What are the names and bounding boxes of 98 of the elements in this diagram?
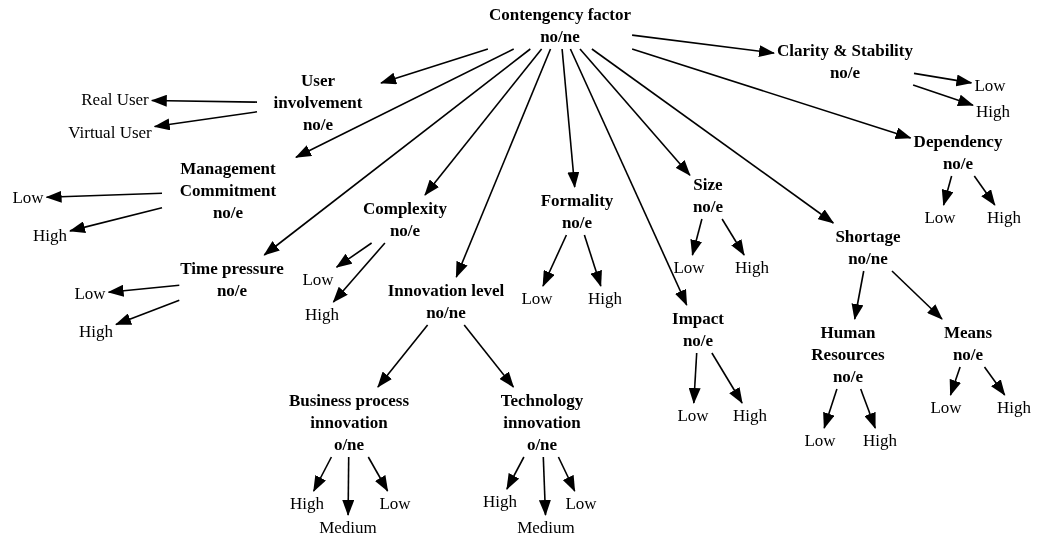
factor-code: no/e: [216, 280, 248, 302]
arrow: [506, 456, 525, 490]
factor-code: no/e: [942, 153, 974, 175]
arrow: [891, 270, 943, 320]
arrow: [557, 456, 576, 492]
arrow: [859, 388, 876, 429]
factor-code: no/ne: [426, 302, 466, 324]
level-label: Low: [673, 258, 705, 278]
arrow: [690, 218, 703, 256]
level-label: Real User: [81, 90, 149, 110]
factor-name: Shortage: [835, 226, 901, 248]
arrow: [631, 48, 912, 140]
arrow: [688, 352, 701, 404]
arrow: [107, 284, 181, 297]
factor-name: Contengency factor: [488, 4, 632, 26]
arrow: [949, 366, 962, 396]
factor-code: no/e: [212, 202, 244, 224]
arrow: [542, 234, 568, 287]
arrow: [380, 48, 489, 85]
arrow: [912, 84, 974, 107]
factor-code: no/e: [561, 212, 593, 234]
factor-name: Time pressure: [180, 258, 284, 280]
arrow: [367, 456, 389, 492]
arrow: [263, 48, 532, 256]
arrow: [332, 242, 386, 303]
arrow: [153, 111, 258, 131]
arrow: [569, 48, 688, 306]
level-label: Low: [74, 284, 106, 304]
arrow: [913, 72, 973, 87]
arrow: [983, 366, 1006, 396]
arrow: [455, 48, 552, 278]
factor-code: no/e: [682, 330, 714, 352]
arrow: [721, 218, 745, 256]
arrow: [150, 94, 258, 107]
factor-name: Formality: [540, 190, 614, 212]
level-label: Low: [379, 494, 411, 514]
factor-code: no/ne: [540, 26, 580, 48]
level-label: High: [997, 398, 1031, 418]
arrow: [579, 48, 691, 176]
factor-code: o/ne: [526, 434, 558, 456]
level-label: Low: [521, 289, 553, 309]
factor-code: no/e: [389, 220, 421, 242]
factor-code: o/ne: [333, 434, 365, 456]
arrow: [45, 190, 163, 203]
factor-name: Innovation level: [387, 280, 505, 302]
factor-name: Clarity & Stability: [777, 40, 913, 62]
arrow: [631, 34, 775, 58]
arrow: [69, 206, 163, 234]
arrow: [463, 324, 515, 388]
arrow: [561, 48, 580, 188]
arrow: [941, 175, 954, 206]
factor-name: Complexity: [363, 198, 447, 220]
level-label: High: [305, 305, 339, 325]
factor-code: no/e: [302, 114, 334, 136]
arrow: [583, 234, 602, 287]
factor-name: Dependency: [913, 131, 1003, 153]
arrow: [335, 242, 373, 268]
arrow: [538, 456, 551, 516]
level-label: Low: [302, 270, 334, 290]
arrow: [312, 456, 333, 492]
level-label: Low: [565, 494, 597, 514]
level-label: Medium: [517, 518, 575, 538]
factor-code: no/e: [692, 196, 724, 218]
factor-code: no/ne: [848, 248, 888, 270]
arrow: [851, 270, 865, 320]
arrow: [377, 324, 429, 388]
level-label: High: [483, 492, 517, 512]
factor-code: no/e: [832, 366, 864, 388]
level-label: Low: [924, 208, 956, 228]
level-label: High: [79, 322, 113, 342]
arrow: [424, 48, 543, 196]
level-label: High: [588, 289, 622, 309]
level-label: Low: [974, 76, 1006, 96]
level-label: High: [290, 494, 324, 514]
level-label: High: [733, 406, 767, 426]
level-label: Low: [930, 398, 962, 418]
factor-name: Means: [943, 322, 993, 344]
arrow: [823, 388, 838, 429]
arrow: [295, 48, 515, 158]
factor-code: no/e: [952, 344, 984, 366]
factor-name: Impact: [672, 308, 724, 330]
level-label: Low: [12, 188, 44, 208]
arrow: [973, 175, 996, 206]
arrow: [115, 299, 181, 326]
level-label: Low: [677, 406, 709, 426]
level-label: High: [33, 226, 67, 246]
arrow: [591, 48, 835, 224]
level-label: High: [863, 431, 897, 451]
arrow: [342, 456, 355, 516]
level-label: Virtual User: [68, 123, 152, 143]
level-label: High: [976, 102, 1010, 122]
level-label: High: [987, 208, 1021, 228]
level-label: High: [735, 258, 769, 278]
level-label: Low: [804, 431, 836, 451]
factor-code: no/e: [829, 62, 861, 84]
arrow: [711, 352, 743, 404]
factor-name: Size: [693, 174, 723, 196]
level-label: Medium: [319, 518, 377, 538]
